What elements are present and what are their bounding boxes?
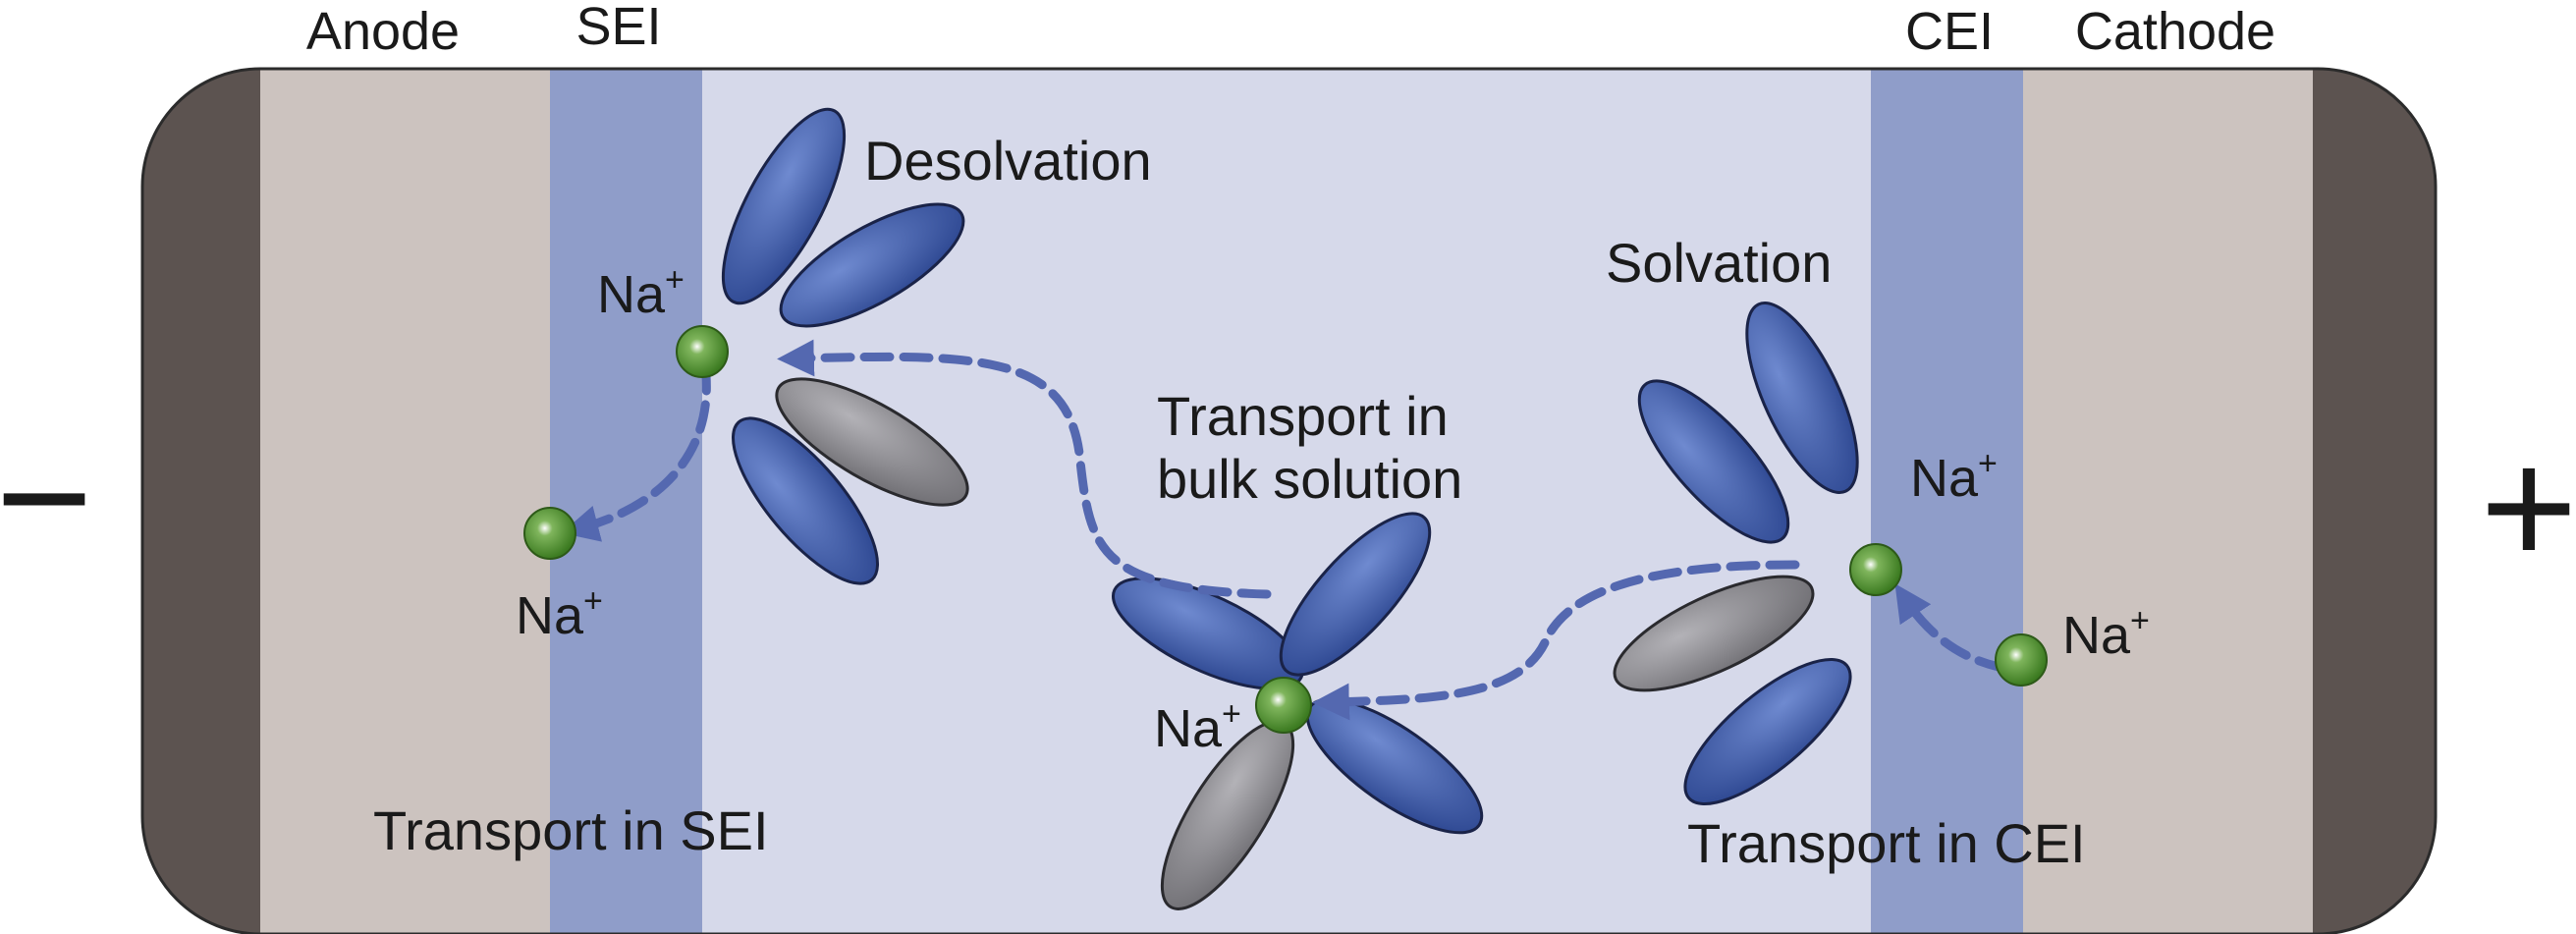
solvation-label: Solvation [1606,232,1832,294]
solvent-molecule [1637,379,1790,544]
sodium-ion [1255,677,1312,734]
bulk-transport-label-line2: bulk solution [1157,448,1462,510]
positive-terminal-sign: + [2480,414,2576,601]
bulk-solvation-cluster [1111,512,1484,910]
sei-transport-arrow [561,360,711,542]
cathode-to-cei-arrow [1894,583,2008,673]
cell-body [142,69,2436,934]
cei-label: CEI [1905,2,1994,61]
desolvation-label: Desolvation [864,130,1152,192]
solvent-molecule [1683,657,1852,806]
cathode-current-collector [2313,69,2436,934]
solvent-molecule [779,202,965,328]
desolvation-cluster [721,107,969,585]
solvent-molecule [731,416,880,585]
solvation-cluster [1613,301,1859,806]
solvent-molecule [1279,512,1432,677]
solvent-molecule [1745,301,1859,495]
sei-label: SEI [575,0,661,56]
bulk-transport-arrow [777,339,1272,599]
anode-region [260,69,550,934]
na-ion-label-anode: Na+ [516,582,603,645]
anode-label: Anode [306,2,460,61]
sei-layer [550,69,702,934]
cathode-label: Cathode [2075,2,2275,61]
cei-to-bulk-arrow [1312,560,1800,721]
cei-layer [1871,69,2023,934]
solvent-molecule [721,107,847,305]
bulk-transport-label-line1: Transport in [1157,385,1449,447]
solvent-molecule [775,377,969,507]
sodium-ion [1995,633,2048,687]
na-ion-label-cathode: Na+ [2062,602,2150,665]
na-ion-label-bulk: Na+ [1154,695,1241,758]
sodium-ion [523,507,576,560]
na-ion-label-desolvation: Na+ [597,261,685,324]
cell-outline [140,67,2438,934]
solvent-molecule [1613,575,1815,692]
negative-terminal-sign: − [0,405,93,591]
na-ion-label-solvation: Na+ [1910,445,1998,508]
sodium-ion [676,325,729,378]
solvent-molecule [1111,577,1305,690]
cei-transport-label: Transport in CEI [1687,812,2086,874]
sei-transport-label: Transport in SEI [373,799,769,861]
sodium-ions [523,325,2048,734]
anode-current-collector [142,69,260,934]
cathode-region [2023,69,2313,934]
sodium-ion [1849,543,1902,596]
